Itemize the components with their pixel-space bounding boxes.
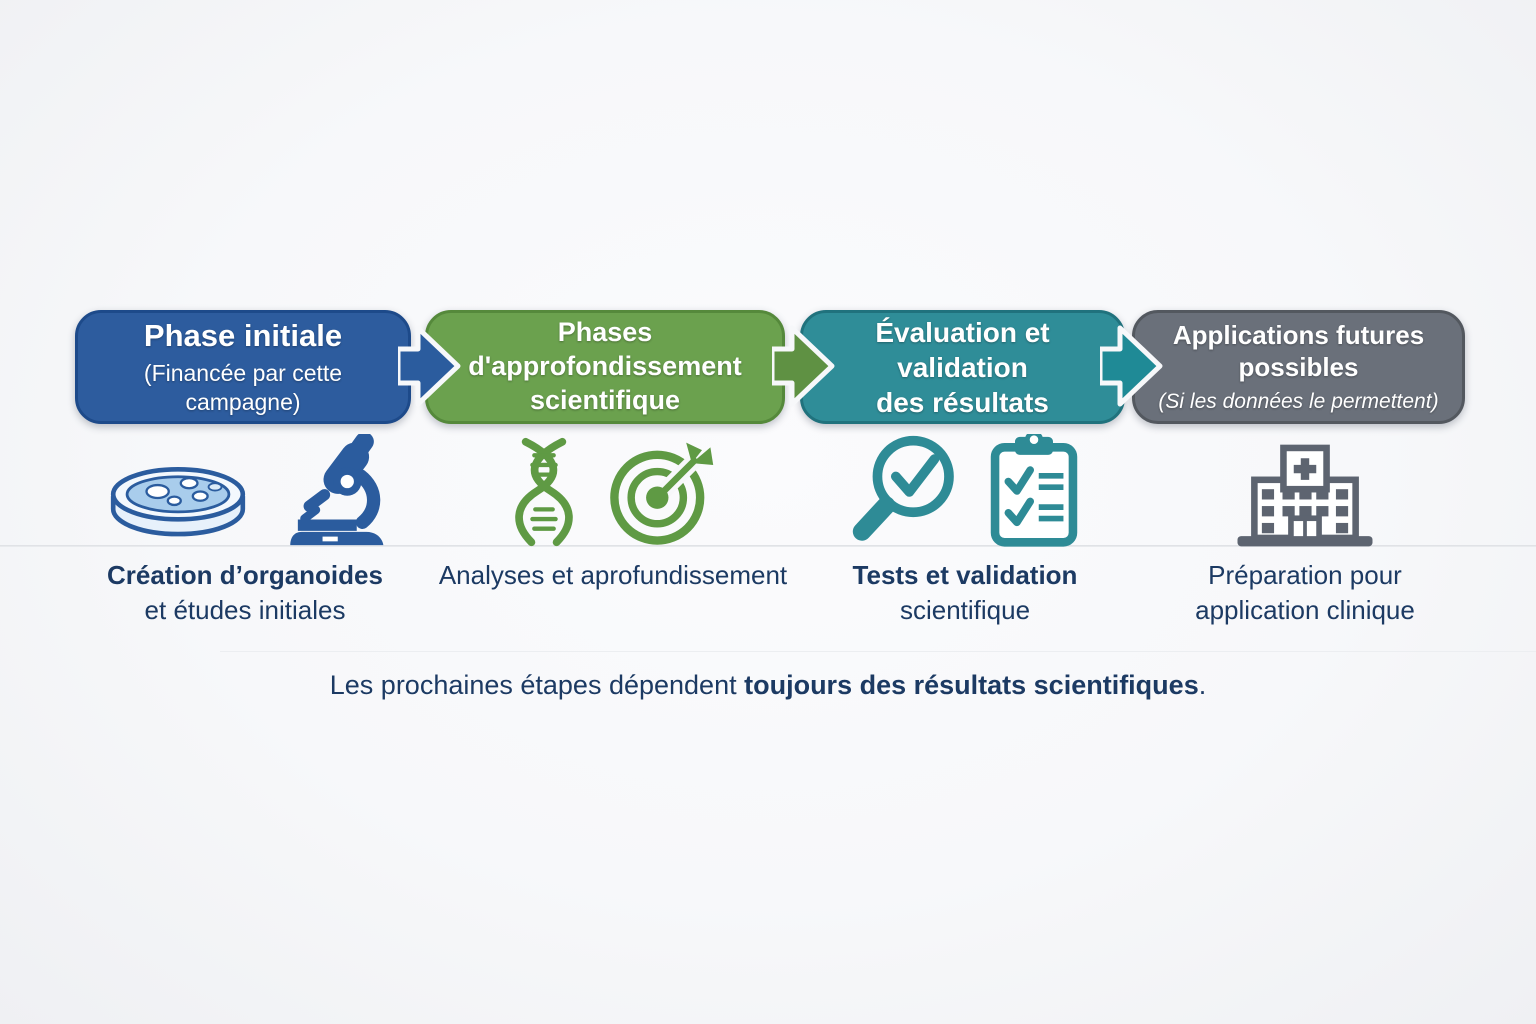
footer-note: Les prochaines étapes dépendent toujours… [0,670,1536,701]
phase-title: Applications futures possibles [1172,319,1425,383]
phase-title: Phase initiale [143,318,343,354]
footer-divider [220,651,1536,652]
phase-3-caption: Tests et validation scientifique [805,558,1125,628]
caption-line-1: Préparation pour [1208,560,1402,590]
icons-baseline-divider [0,545,1536,547]
caption-line-1: Analyses et aprofundissement [438,560,788,590]
phase-2-icons [480,430,746,548]
magnifier-check-icon [852,435,954,541]
phase-title: Évaluation et validation [875,316,1050,383]
clipboard-checklist-icon [990,434,1078,547]
flow-arrow-icon [1100,325,1163,407]
footer-note-prefix: Les prochaines étapes dépendent [329,670,745,700]
hospital-icon [1237,444,1373,547]
footer-note-suffix: . [1198,670,1207,700]
phase-box-initiale: Phase initiale (Financée par cette campa… [75,310,411,424]
dna-icon [515,437,573,547]
footer-note-emphasis: toujours des résultats scientifiques [744,670,1199,700]
caption-line-2: scientifique [899,595,1031,625]
target-arrow-icon [610,442,714,545]
petri-dish-icon [110,466,246,537]
phase-4-caption: Préparation pour application clinique [1140,558,1470,628]
phase-subtitle: (Financée par cette campagne) [143,360,343,415]
phase-4-icons [1230,430,1380,548]
phase-1-caption: Création d’organoides et études initiale… [75,558,415,628]
caption-line-2: application clinique [1195,595,1415,625]
phase-box-applications: Applications futures possibles (Si les d… [1132,310,1465,424]
phase-2-caption: Analyses et aprofundissement [425,558,801,593]
phase-title-line2: scientifique [529,384,681,415]
caption-line-2: et études initiales [144,595,346,625]
flow-arrow-icon [772,325,835,407]
flow-arrow-icon [398,325,461,407]
phase-title: Phases d'approfondissement [468,317,742,382]
caption-line-1: Création d’organoides [107,560,383,590]
phase-3-icons [825,430,1105,548]
caption-line-1: Tests et validation [852,560,1078,590]
phase-1-icons [95,430,395,548]
phase-title-line2: des résultats [876,386,1049,418]
phase-box-approfondissement: Phases d'approfondissement scientifique [425,310,785,424]
phase-subtitle: (Si les données le permettent) [1158,389,1439,413]
microscope-icon [290,434,384,546]
phase-box-evaluation: Évaluation et validation des résultats [800,310,1125,424]
